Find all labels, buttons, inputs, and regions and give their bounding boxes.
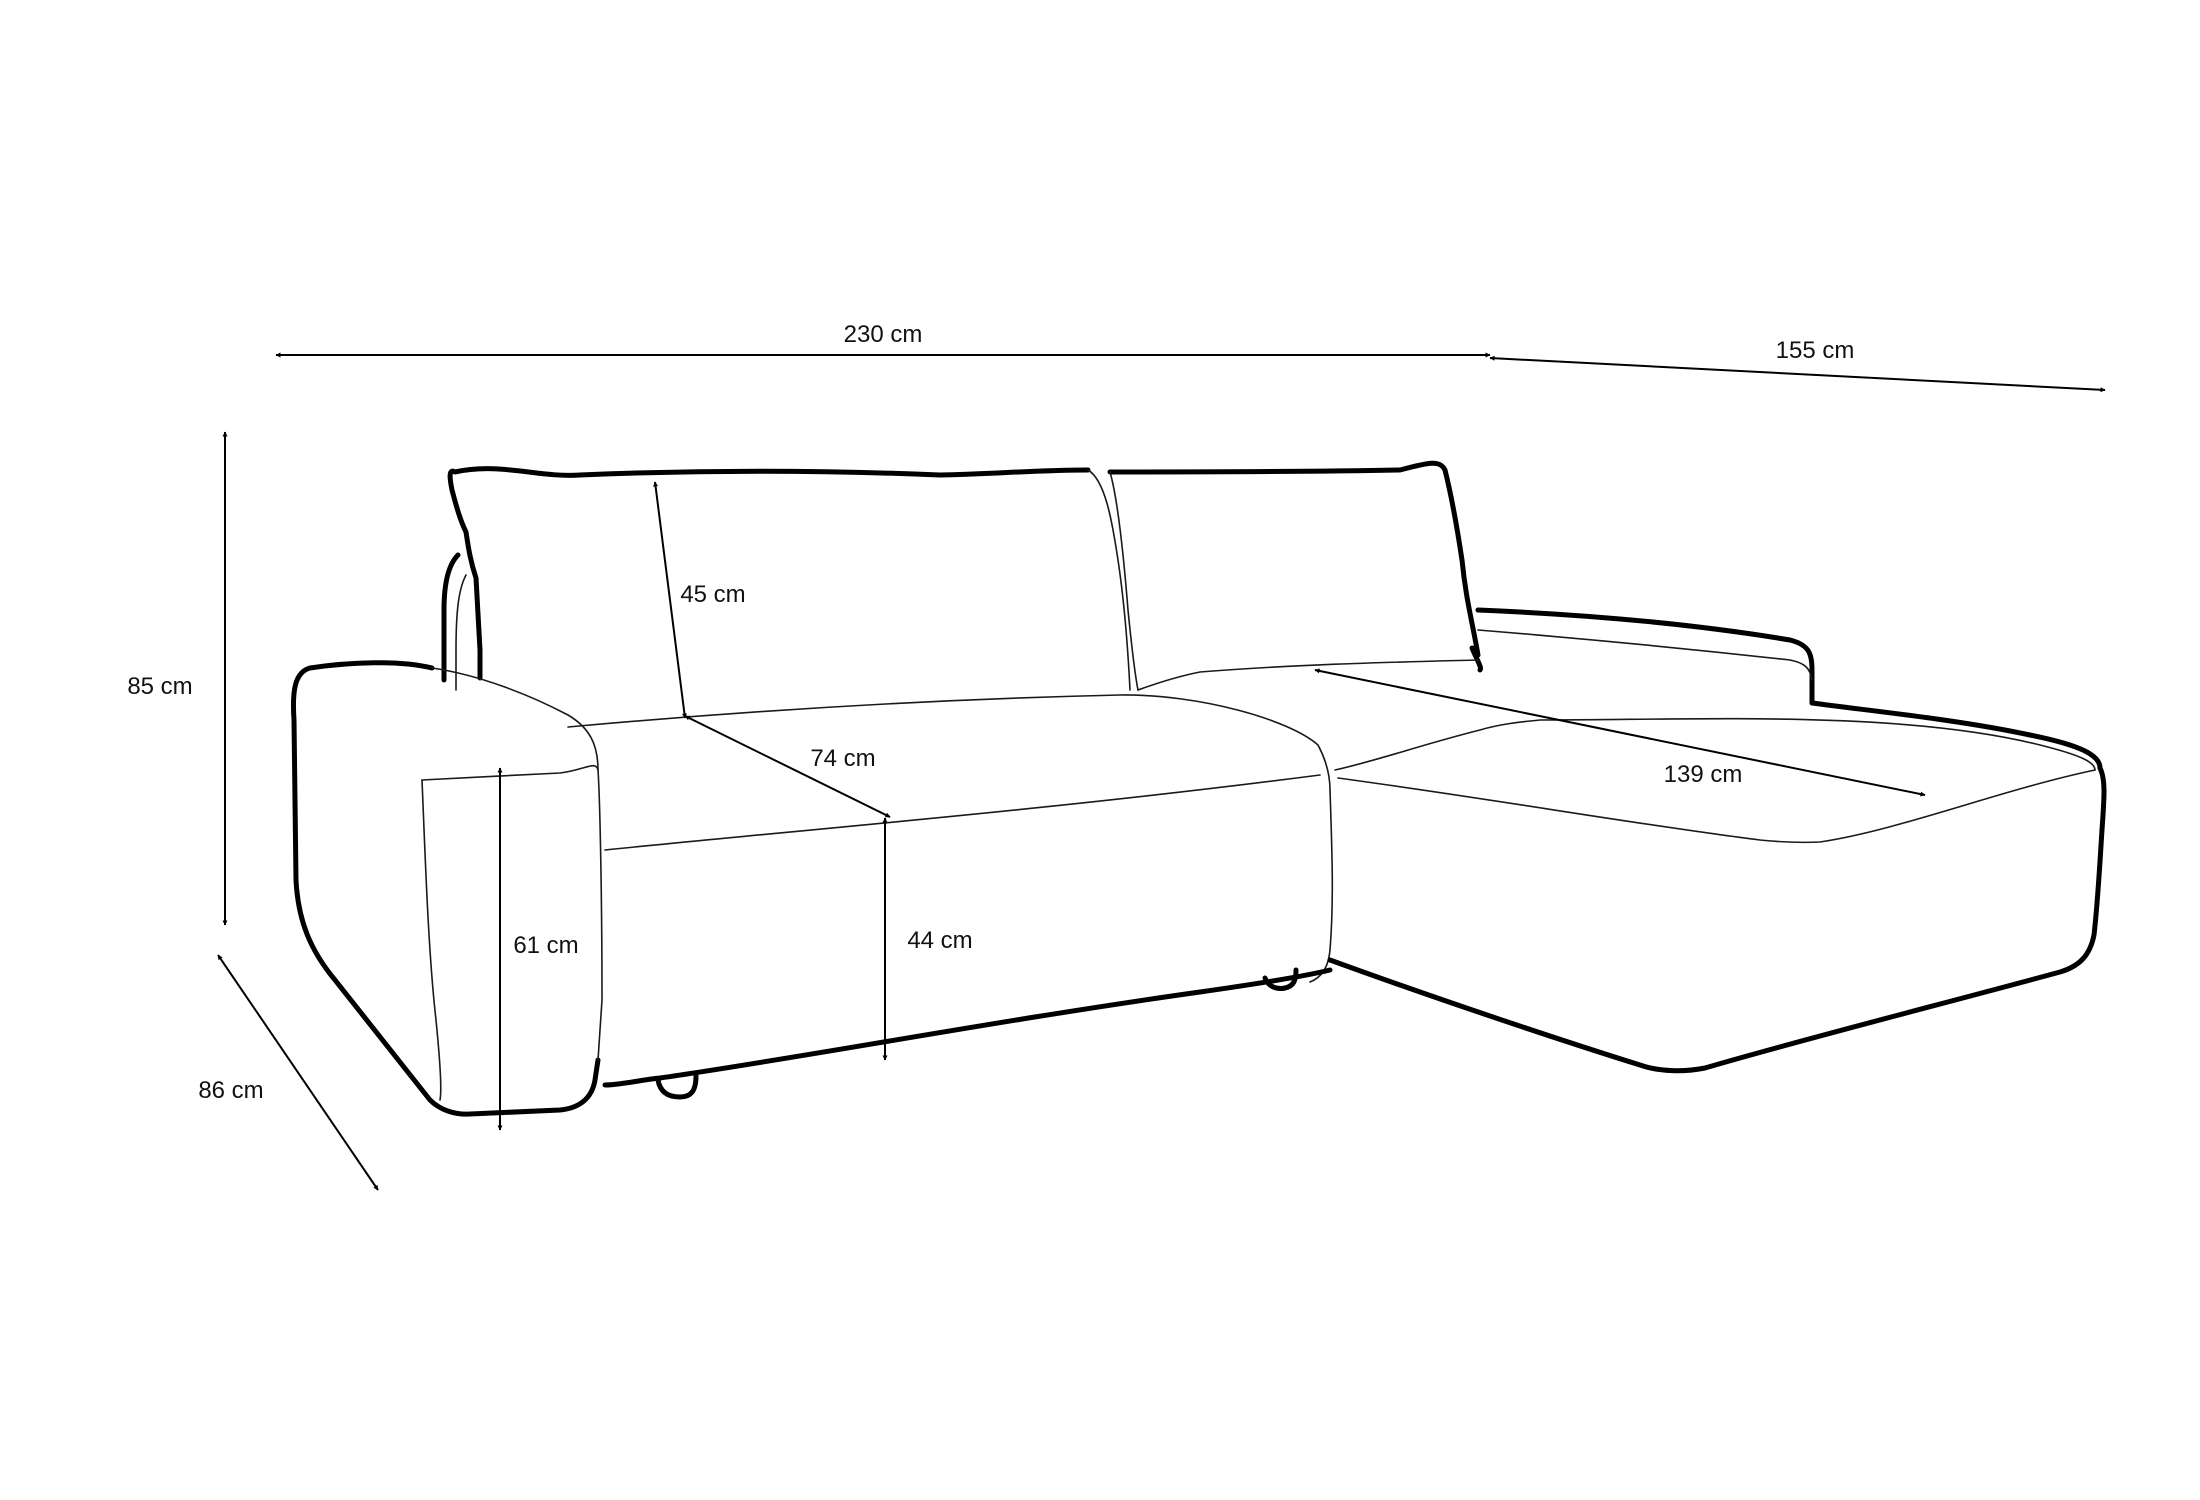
label-seat-height: 44 cm <box>907 927 972 954</box>
label-chaise-length: 155 cm <box>1776 337 1855 364</box>
left-armrest <box>290 660 601 1117</box>
back-panel-left-seam <box>455 574 467 691</box>
dim-line-depth <box>217 954 379 1191</box>
label-total-width: 230 cm <box>844 321 923 348</box>
label-backrest-height: 45 cm <box>680 581 745 608</box>
seat-bottom <box>602 967 1333 1088</box>
chaise-back-top <box>1477 629 1813 681</box>
chaise-back <box>1475 607 1815 706</box>
label-total-height: 85 cm <box>127 673 192 700</box>
sofa-drawing <box>290 460 2107 1117</box>
chaise-front-top <box>1337 769 2096 844</box>
dim-line-chaise-depth <box>1314 668 1926 797</box>
label-depth: 86 cm <box>198 1077 263 1104</box>
seat-foot-right <box>1262 967 1299 991</box>
label-chaise-depth: 139 cm <box>1664 761 1743 788</box>
dim-line-backrest-height <box>653 481 687 719</box>
label-armrest-height: 61 cm <box>513 932 578 959</box>
back-cushion-right <box>1107 460 1483 673</box>
label-seat-depth: 74 cm <box>810 745 875 772</box>
back-panel-left <box>441 552 461 683</box>
back-cushion-right-inner <box>1109 471 1139 691</box>
chaise-outline <box>1327 765 2107 1074</box>
chaise-top-edge <box>1809 700 2103 771</box>
seat-front-top <box>604 774 1321 851</box>
dimension-labels: 230 cm 155 cm 85 cm 86 cm 61 cm 44 cm 45… <box>127 321 1854 1104</box>
seat-front-right <box>1309 789 1334 983</box>
seat-top <box>567 694 1331 791</box>
left-armrest-top <box>431 667 599 771</box>
left-armrest-front <box>421 764 603 1061</box>
left-armrest-edge <box>421 779 442 1101</box>
seat-foot-left <box>655 1073 699 1100</box>
dim-line-chaise-length <box>1489 355 2106 393</box>
back-cushion-left <box>447 466 1091 681</box>
back-cushion-right-bottom <box>1137 659 1479 691</box>
back-cushion-left-inner <box>1087 469 1131 691</box>
dimension-lines <box>217 352 2106 1191</box>
dim-line-seat-depth <box>684 715 891 818</box>
